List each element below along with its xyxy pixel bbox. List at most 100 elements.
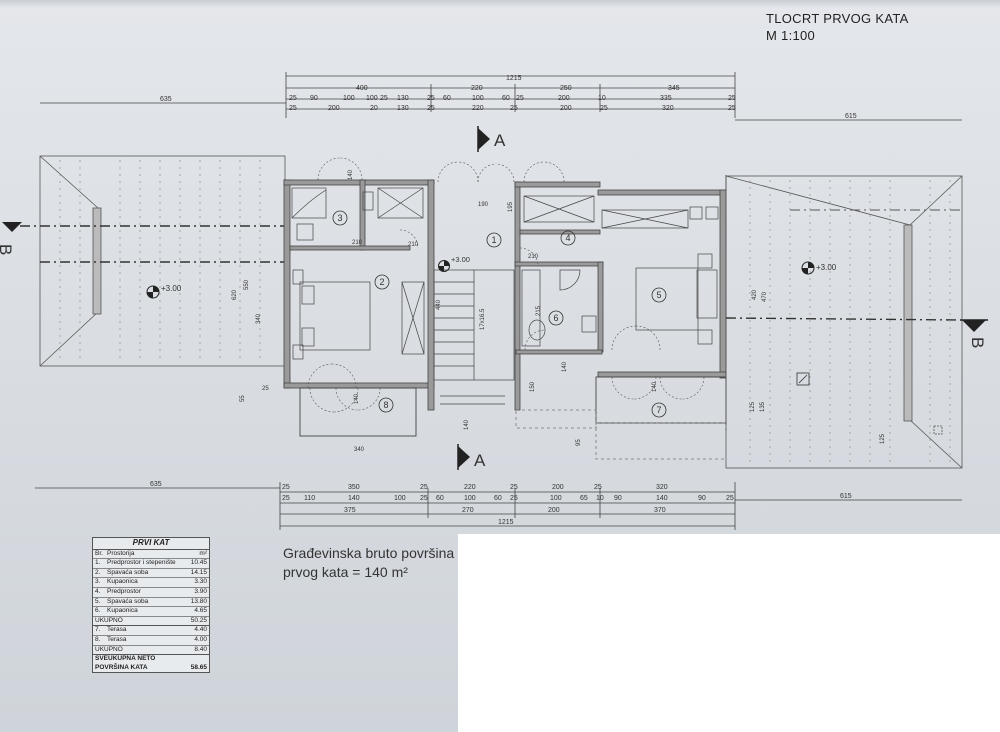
room-label-4: 4 — [565, 233, 570, 243]
top-dim-text: 1215 400 220 250 345 635 615 25 90 100 1… — [160, 75, 857, 120]
subtotal-label: UKUPNO — [95, 645, 123, 653]
dim-r3-10: 25 — [728, 105, 736, 112]
idim-5: 17x16.5 — [480, 308, 486, 330]
row-area: 3.30 — [194, 578, 207, 586]
dim-b2-8: 25 — [510, 495, 518, 502]
row-area: 13.80 — [190, 597, 207, 605]
subtotal-area: 8.40 — [194, 645, 207, 653]
idim-21: 95 — [576, 439, 582, 446]
section-b-left: B — [0, 244, 15, 255]
row-room: Predprostor i stepenište — [107, 559, 176, 567]
dim-top-250: 250 — [560, 85, 572, 92]
dim-b2-0: 25 — [282, 495, 290, 502]
dim-r2-0: 25 — [289, 95, 297, 102]
dim-r2-8: 100 — [472, 95, 484, 102]
subtotal-row: UKUPNO 8.40 — [93, 646, 209, 656]
idim-4: 440 — [436, 299, 442, 310]
idim-9: 140 — [348, 169, 354, 180]
room-label-7: 7 — [656, 405, 661, 415]
dim-b1-5: 200 — [552, 484, 564, 491]
dim-b2-11: 10 — [596, 495, 604, 502]
staircase — [433, 269, 515, 405]
dim-r3-6: 25 — [510, 105, 518, 112]
level-left: +3.00 — [161, 284, 182, 293]
table-header: Br. Prostorija m² — [93, 550, 209, 560]
room-label-6: 6 — [553, 313, 558, 323]
dim-r2-11: 200 — [558, 95, 570, 102]
idim-10: 140 — [464, 419, 470, 430]
dim-b3-1: 270 — [462, 507, 474, 514]
idim-19: 150 — [530, 381, 536, 392]
row-no: 4. — [95, 587, 101, 595]
row-no: 3. — [95, 578, 101, 586]
row-no: 1. — [95, 559, 101, 567]
room-label-5: 5 — [656, 290, 661, 300]
level-marker-right: +3.00 — [801, 261, 837, 275]
paper-edge — [0, 0, 1000, 8]
drawing-scale: M 1:100 — [766, 28, 816, 43]
dim-top-outer-left: 635 — [160, 96, 172, 103]
dim-top-345: 345 — [668, 85, 680, 92]
dim-r3-9: 320 — [662, 105, 674, 112]
row-area: 4.65 — [194, 607, 207, 615]
interior-dims: 210 210 210 190 440 17x16.5 215 140 140 … — [232, 169, 886, 453]
section-b-right: B — [968, 337, 987, 348]
dim-r2-10: 25 — [516, 95, 524, 102]
door-swings — [307, 157, 705, 413]
idim-25: 55 — [240, 395, 246, 402]
bottom-dimensions — [35, 482, 962, 530]
row-no: 5. — [95, 597, 101, 605]
row-room: Kupaonica — [107, 578, 138, 586]
dim-b2-2: 140 — [348, 495, 360, 502]
idim-20: 125 — [750, 401, 756, 412]
dim-r2-12: 10 — [598, 95, 606, 102]
room-label-2: 2 — [379, 277, 384, 287]
idim-16: 420 — [752, 289, 758, 300]
dim-bot-outer-left: 635 — [150, 481, 162, 488]
dim-r2-4: 25 — [380, 95, 388, 102]
row-no: 6. — [95, 607, 101, 615]
left-roof — [20, 155, 286, 367]
idim-6: 215 — [536, 305, 542, 316]
dim-b1-4: 25 — [510, 484, 518, 491]
blank-area — [458, 534, 1000, 732]
gross-area-line1: Građevinska bruto površina — [283, 545, 455, 561]
row-room: Spavaća soba — [107, 597, 149, 605]
row-room: Spavaća soba — [107, 568, 149, 576]
dim-b1-3: 220 — [464, 484, 476, 491]
dim-b2-9: 100 — [550, 495, 562, 502]
idim-3: 190 — [478, 202, 489, 208]
dim-r2-9: 60 — [502, 95, 510, 102]
idim-23: 135 — [760, 401, 766, 412]
gross-area-note: Građevinska bruto površina prvog kata = … — [283, 544, 454, 582]
row-area: 14.15 — [190, 568, 207, 576]
section-a-top: A — [494, 131, 506, 150]
dim-top-outer-right: 615 — [845, 113, 857, 120]
row-room: Predprostor — [107, 587, 141, 595]
dim-b2-1: 110 — [304, 495, 315, 502]
dim-r2-5: 130 — [397, 95, 409, 102]
dim-b2-12: 90 — [614, 495, 622, 502]
level-marker-left: +3.00 — [146, 284, 182, 299]
walls — [283, 179, 727, 411]
dim-b2-7: 60 — [494, 495, 502, 502]
row-no: 7. — [95, 626, 101, 634]
idim-11: 140 — [562, 361, 568, 372]
dim-b2-5: 60 — [436, 495, 444, 502]
dim-b1-1: 350 — [348, 484, 360, 491]
idim-13: 550 — [244, 279, 250, 290]
dim-r3-5: 220 — [472, 105, 484, 112]
dim-r2-2: 100 — [343, 95, 355, 102]
room-number-labels: 3 2 1 4 5 6 7 8 — [337, 213, 661, 415]
idim-22: 125 — [880, 433, 886, 444]
idim-14: 620 — [232, 289, 238, 300]
dim-b2-15: 25 — [726, 495, 734, 502]
right-roof — [515, 175, 963, 469]
dim-b2-4: 25 — [420, 495, 428, 502]
dim-top-400: 400 — [356, 85, 368, 92]
